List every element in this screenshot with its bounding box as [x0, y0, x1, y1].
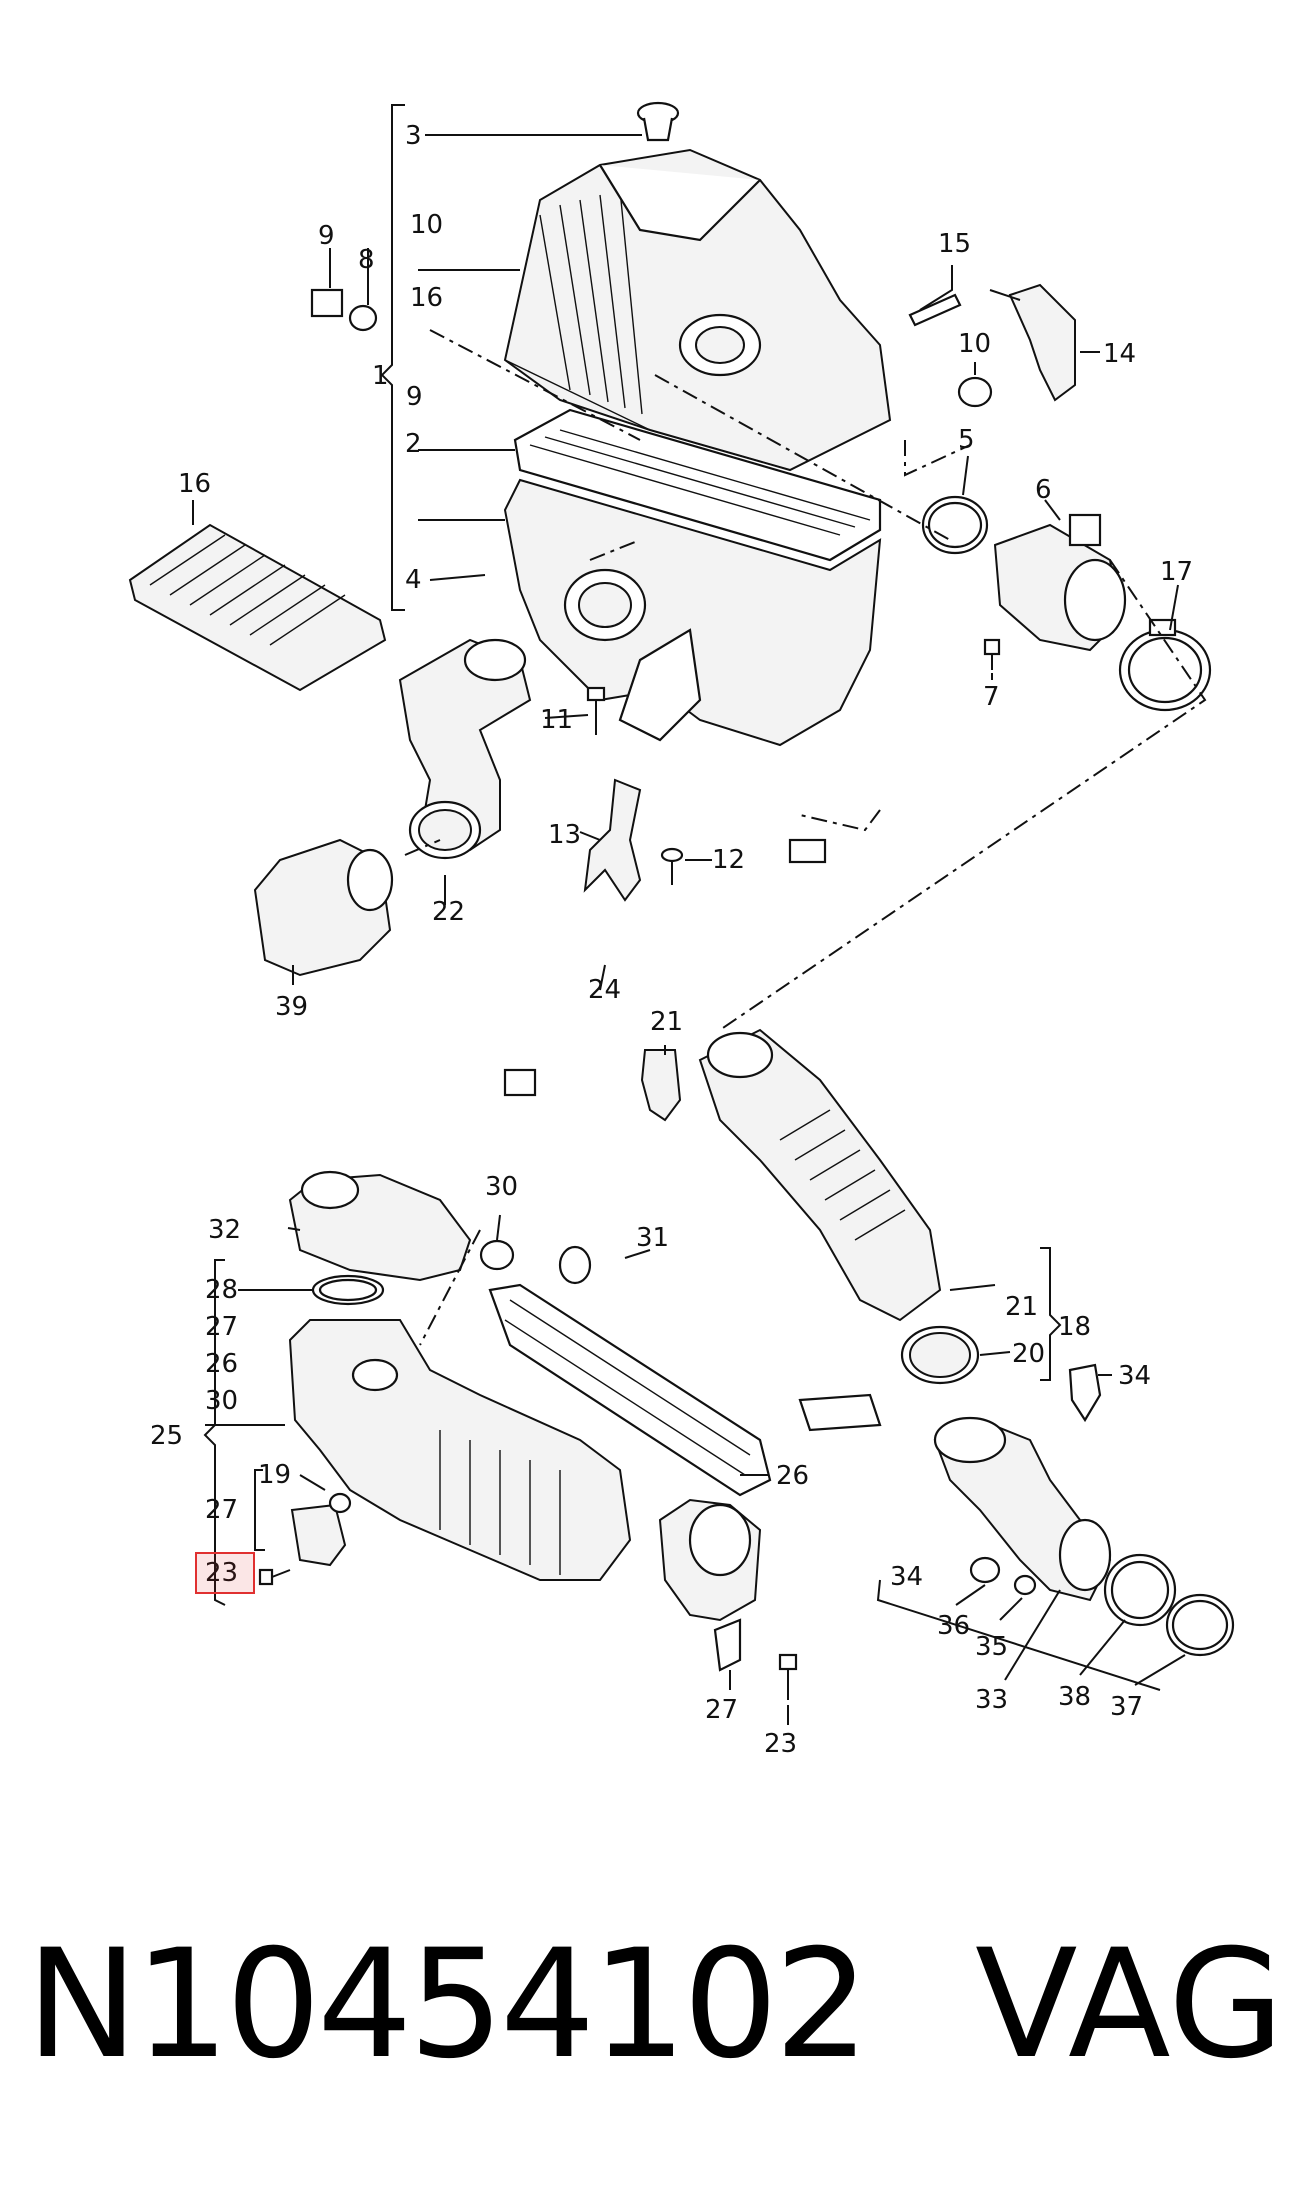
- callout-30-top: 30: [485, 1172, 518, 1202]
- callout-11: 11: [540, 705, 573, 735]
- callout-16-top: 16: [410, 283, 443, 313]
- air-filter-element: [513, 408, 882, 562]
- rivet-12: [660, 847, 684, 885]
- callout-34-lower: 34: [890, 1562, 923, 1592]
- callout-4: 4: [405, 565, 422, 595]
- callout-36: 36: [937, 1611, 970, 1641]
- callout-25: 25: [150, 1421, 183, 1451]
- callout-18: 18: [1058, 1312, 1091, 1342]
- callout-2: 2: [405, 429, 422, 459]
- parts-exploded-diagram: 3 10 16 1 9 2 4 9 8 15 14 10 5 6 17 7 16…: [128, 101, 1235, 1759]
- sensor-34: [1068, 1363, 1102, 1423]
- callout-38: 38: [1058, 1682, 1091, 1712]
- clamp-20: [900, 1325, 980, 1385]
- seal-ring-37: [1165, 1593, 1235, 1657]
- callout-21-top: 21: [650, 1007, 683, 1037]
- callout-1: 1: [372, 361, 389, 391]
- callout-9: 9: [318, 221, 335, 251]
- sensor-14: [1008, 283, 1076, 402]
- callout-26-top: 26: [205, 1349, 238, 1379]
- sensor-28: [290, 1492, 352, 1567]
- breather-hose-24: [503, 838, 827, 1097]
- part-number: N10454102: [26, 1918, 870, 2092]
- callout-10-top: 10: [410, 210, 443, 240]
- callout-16: 16: [178, 469, 211, 499]
- charge-air-pipe-33: [933, 1416, 1112, 1602]
- callout-37: 37: [1110, 1692, 1143, 1722]
- callout-8: 8: [358, 245, 375, 275]
- callout-labels: 3 10 16 1 9 2 4 9 8 15 14 10 5 6 17 7 16…: [150, 121, 1193, 1759]
- callout-6: 6: [1035, 475, 1052, 505]
- screw-23-left: [258, 1568, 291, 1586]
- seal-ring-5: [921, 495, 989, 555]
- egr-pipe-31: [520, 1245, 882, 1432]
- callout-27-top: 27: [205, 1312, 238, 1342]
- grommet-10: [957, 376, 993, 408]
- callout-33: 33: [975, 1685, 1008, 1715]
- callout-26: 26: [776, 1461, 809, 1491]
- callout-23-highlighted: 23: [205, 1558, 238, 1588]
- callout-31: 31: [636, 1223, 669, 1253]
- callout-20: 20: [1012, 1339, 1045, 1369]
- callout-29: 28: [205, 1275, 238, 1305]
- callout-21: 21: [1005, 1292, 1038, 1322]
- callout-30: 30: [205, 1386, 238, 1416]
- seal-ring-30: [479, 1239, 515, 1271]
- callout-10: 10: [958, 329, 991, 359]
- callout-5: 5: [958, 425, 975, 455]
- callout-23: 23: [764, 1729, 797, 1759]
- highlight-box: [195, 1552, 255, 1594]
- leader-lines: [192, 104, 1186, 1725]
- flap-actuator-27: [658, 1498, 762, 1672]
- callout-24: 24: [588, 975, 621, 1005]
- callout-28: 27: [205, 1495, 238, 1525]
- rivet-15: [908, 293, 962, 327]
- callout-14: 14: [1103, 339, 1136, 369]
- callout-19: 19: [258, 1460, 291, 1490]
- fasteners-35-36: [969, 1556, 1037, 1596]
- callout-7: 7: [983, 682, 1000, 712]
- callout-39: 39: [275, 992, 308, 1022]
- duct-elbow: [398, 638, 532, 852]
- callout-3: 3: [405, 121, 422, 151]
- callout-9-mid: 9: [406, 382, 423, 412]
- hose-clamp-22: [408, 800, 482, 860]
- callout-27: 27: [705, 1695, 738, 1725]
- cap-grommet: [636, 101, 680, 142]
- screw-23-right: [778, 1653, 798, 1700]
- bolt-11: [586, 686, 606, 735]
- charge-air-hose-18: [698, 1028, 942, 1322]
- separate-filter-panel: [128, 523, 387, 692]
- gasket-29: [311, 1274, 385, 1306]
- air-mass-meter-6: [993, 513, 1127, 652]
- callout-13: 13: [548, 820, 581, 850]
- clamp-38: [1103, 1553, 1177, 1627]
- callout-32: 32: [208, 1215, 241, 1245]
- callout-12: 12: [712, 845, 745, 875]
- sensor-21: [640, 1049, 682, 1122]
- callout-35: 35: [975, 1632, 1008, 1662]
- callout-34: 34: [1118, 1361, 1151, 1391]
- air-filter-housing-top: [503, 148, 892, 472]
- air-filter-housing-bottom: [503, 478, 882, 747]
- callout-22: 22: [432, 897, 465, 927]
- brand-name: VAG: [975, 1918, 1285, 2092]
- throttle-body-32: [288, 1170, 472, 1282]
- grommet-9-8: [310, 288, 378, 332]
- resonator-39: [253, 838, 394, 977]
- callout-17: 17: [1160, 557, 1193, 587]
- intake-manifold: [288, 1319, 632, 1581]
- hose-clamp-17: [1118, 618, 1212, 712]
- dash-lines: [404, 329, 1207, 1346]
- bracket-13: [583, 778, 642, 902]
- screw-7: [983, 638, 1001, 670]
- callout-15: 15: [938, 229, 971, 259]
- gasket-26: [488, 1283, 772, 1497]
